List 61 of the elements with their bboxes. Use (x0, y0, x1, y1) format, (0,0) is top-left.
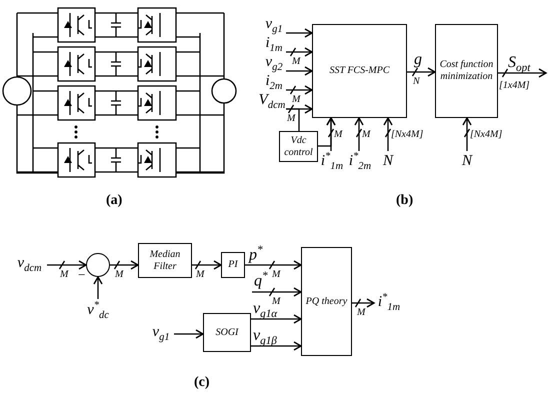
arrow (251, 341, 302, 351)
arrow (46, 260, 87, 270)
arrow (497, 68, 547, 78)
edge-label: g (414, 52, 422, 68)
bus-width-label: M (357, 308, 366, 318)
bus-width-label: M (362, 130, 370, 140)
arrow (285, 85, 313, 95)
bus-width-label: M (60, 270, 68, 280)
arrow (286, 28, 313, 38)
signal-label: v$_{dcm}$ (12, 255, 47, 275)
arrow (109, 260, 139, 270)
block-box: PQ theory (301, 247, 352, 356)
signal-label: V$_{dcm}$ (258, 94, 286, 110)
panel-label: (a) (106, 194, 122, 208)
minus-sign: − (78, 268, 86, 281)
signal-label: v$_{g2}$ (262, 56, 286, 72)
bus-width-label: M (292, 57, 300, 67)
bus-width-label: [1x4M] (499, 81, 530, 91)
bus-width-label: [Nx4M] (391, 130, 424, 140)
block-box: Vdc control (279, 131, 318, 162)
arrow (326, 117, 336, 152)
bus-width-label: M (272, 297, 280, 307)
arrow (383, 117, 393, 152)
edge-label: q$^{*}$ (254, 271, 268, 290)
arrow (351, 298, 375, 308)
bus-width-label: M (287, 114, 296, 124)
block-box: SST FCS-MPC (312, 24, 407, 118)
panel-label: (b) (396, 194, 414, 208)
arrow (285, 104, 313, 114)
block-box: PI (221, 252, 245, 278)
block-box: SOGI (203, 313, 251, 352)
bus-width-label: M (334, 130, 342, 140)
connector-line (286, 108, 300, 131)
bus-width-label: N (413, 77, 420, 87)
signal-label: N (380, 151, 396, 171)
arrow (174, 329, 204, 339)
panel-label: (c) (194, 376, 210, 390)
signal-label: v$_{g1}$ (262, 18, 286, 34)
bus-width-label: M (196, 270, 204, 280)
signal-label: v$_{g1}$ (148, 324, 174, 344)
bus-width-label: M (292, 95, 300, 105)
block-box: Cost function minimization (435, 24, 498, 118)
signal-label: i$_{2m}$ (262, 75, 286, 91)
arrow (285, 47, 313, 57)
bus-width-label: M (115, 270, 124, 280)
arrow (354, 117, 364, 152)
arrow (286, 66, 313, 76)
bus-width-label: M (272, 270, 280, 280)
arrow (244, 260, 302, 270)
bus-width-label: [Nx4M] (470, 130, 502, 140)
arrow (251, 287, 302, 297)
signal-label: i$_{1m}$ (262, 37, 286, 53)
block-box: Median Filter (138, 243, 192, 278)
signal-label: N (459, 151, 475, 171)
summing-junction (86, 253, 110, 277)
arrow (93, 276, 103, 299)
edge-label: p$^{*}$ (249, 245, 263, 264)
arrow (191, 260, 222, 270)
arrow (462, 117, 472, 152)
arrow (406, 67, 436, 77)
arrow (251, 314, 302, 324)
